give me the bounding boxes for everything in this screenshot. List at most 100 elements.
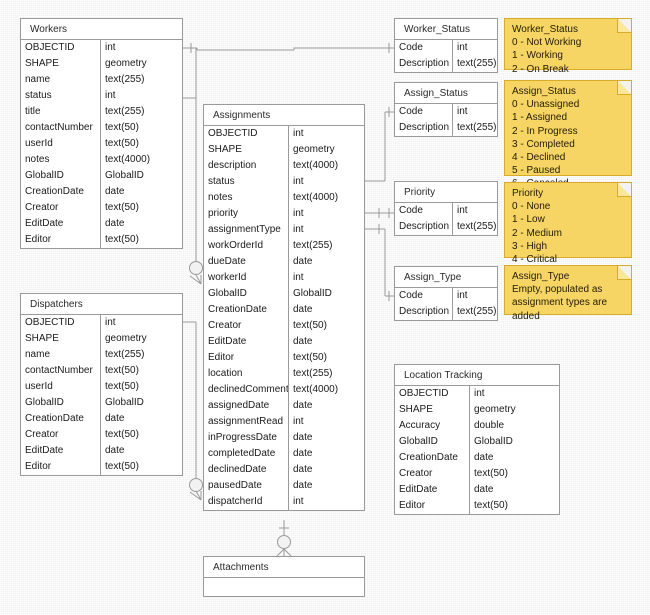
field-name: dueDate	[204, 254, 289, 270]
note-line: 3 - Completed	[512, 138, 575, 150]
field-type: GlobalID	[105, 170, 144, 181]
note-line: 1 - Assigned	[512, 112, 568, 124]
field-type: geometry	[474, 404, 516, 415]
field-name: workOrderId	[204, 238, 289, 254]
field-type: date	[293, 400, 313, 411]
table-title: Workers	[21, 19, 182, 40]
note-line: 0 - Unassigned	[512, 99, 580, 111]
field-name: priority	[204, 206, 289, 222]
table-title: Location Tracking	[395, 365, 559, 386]
field-type: geometry	[105, 58, 147, 69]
note-line: assignment types are added	[512, 297, 608, 322]
field-name: title	[21, 104, 101, 120]
entity-table-attachments[interactable]: Attachments	[203, 556, 365, 597]
field-type: text(4000)	[293, 384, 339, 395]
field-type: int	[457, 205, 468, 216]
note-line: 4 - Critical	[512, 254, 558, 266]
note-fold-corner	[617, 266, 631, 280]
field-name: GlobalID	[21, 395, 101, 411]
field-name: userId	[21, 136, 101, 152]
field-type: double	[474, 420, 505, 431]
note-line: 2 - In Progress	[512, 125, 578, 137]
field-name: status	[21, 88, 101, 104]
field-name: notes	[204, 190, 289, 206]
field-name: SHAPE	[395, 402, 470, 418]
field-name: EditDate	[395, 482, 470, 498]
field-name: completedDate	[204, 446, 289, 462]
field-name: contactNumber	[21, 363, 101, 379]
field-name: Creator	[21, 200, 101, 216]
field-name: Creator	[395, 466, 470, 482]
note-title: Assign_Type	[512, 271, 570, 282]
note-title: Assign_Status	[512, 86, 576, 97]
field-type: date	[293, 480, 313, 491]
field-type: int	[105, 42, 116, 53]
field-type: text(50)	[105, 365, 139, 376]
field-type: int	[293, 128, 304, 139]
field-list	[204, 578, 364, 596]
field-name: inProgressDate	[204, 430, 289, 446]
note-line: 1 - Working	[512, 50, 563, 62]
table-row: contactNumber text(50)	[21, 120, 182, 136]
field-type: date	[474, 484, 494, 495]
note-line: 5 - Paused	[512, 165, 561, 177]
note-line: 1 - Low	[512, 214, 545, 226]
note-line: 4 - Declined	[512, 152, 566, 164]
field-name: Editor	[21, 232, 101, 248]
field-type: text(255)	[105, 349, 145, 360]
table-title: Assign_Type	[395, 267, 497, 288]
field-type: text(4000)	[293, 160, 339, 171]
field-type: text(4000)	[293, 192, 339, 203]
field-name: contactNumber	[21, 120, 101, 136]
field-type: text(255)	[105, 106, 145, 117]
field-name: userId	[21, 379, 101, 395]
field-type: date	[293, 336, 313, 347]
field-name: OBJECTID	[21, 315, 101, 331]
field-type: text(50)	[105, 122, 139, 133]
table-row: notes text(4000)	[204, 190, 364, 206]
note-fold-corner	[617, 19, 631, 33]
field-name: Description	[395, 219, 453, 235]
field-name: GlobalID	[204, 286, 289, 302]
field-name: CreationDate	[21, 184, 101, 200]
field-name: EditDate	[21, 216, 101, 232]
field-type: text(255)	[105, 74, 145, 85]
